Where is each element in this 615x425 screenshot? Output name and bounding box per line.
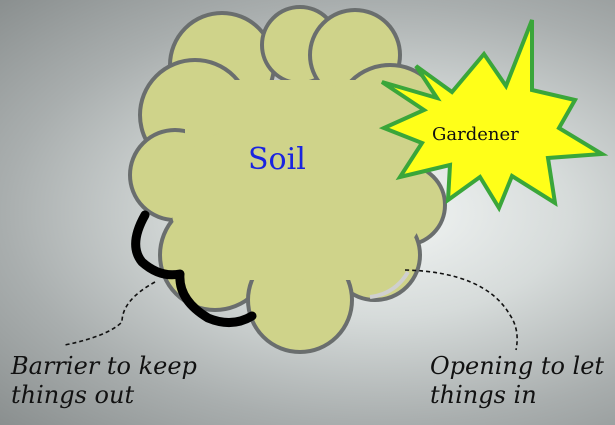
opening-caption: Opening to let things in xyxy=(430,352,604,410)
opening-caption-line-2: things in xyxy=(430,381,604,410)
opening-leader-line xyxy=(405,270,517,350)
barrier-leader-line xyxy=(65,282,155,345)
barrier-caption-line-2: things out xyxy=(11,381,197,410)
opening-caption-line-1: Opening to let xyxy=(430,352,604,381)
barrier-caption: Barrier to keep things out xyxy=(11,352,197,410)
soil-label: Soil xyxy=(248,142,306,177)
barrier-caption-line-1: Barrier to keep xyxy=(11,352,197,381)
gardener-label: Gardener xyxy=(432,124,519,145)
